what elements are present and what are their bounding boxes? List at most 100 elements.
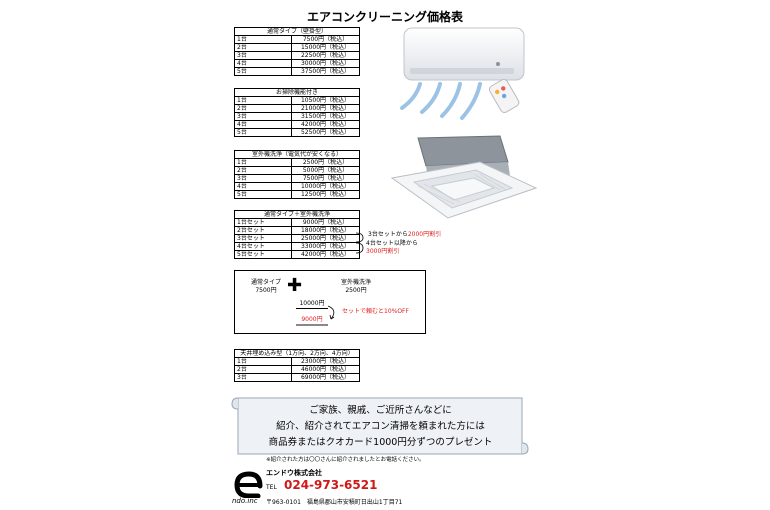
combo-original-price: 10000円: [296, 300, 328, 309]
combo-left-price: 7500円: [255, 287, 277, 294]
combo-right-label: 室外機洗浄: [340, 279, 371, 286]
referral-line-1: ご家族、親戚、ご近所さんなどに: [309, 405, 452, 416]
page-title: エアコンクリーニング価格表: [306, 10, 463, 24]
referral-footnote: ※紹介された方は〇〇さんに紹介されましたとお電話ください。: [266, 457, 425, 463]
price-cell: 5000円（税込）: [291, 166, 360, 175]
tel-number[interactable]: 024-973-6521: [284, 478, 378, 492]
combo-left: 通常タイプ 7500円: [246, 279, 286, 295]
quantity-cell: 5台セット: [234, 250, 292, 259]
quantity-cell: 4台セット: [234, 242, 292, 251]
quantity-cell: 4台: [234, 120, 292, 129]
price-cell: 22500円（税込）: [291, 51, 360, 60]
quantity-cell: 5台: [234, 67, 292, 76]
quantity-cell: 1台: [234, 96, 292, 105]
price-cell: 9000円（税込）: [291, 218, 360, 227]
quantity-cell: 3台: [234, 174, 292, 183]
quantity-cell: 2台: [234, 166, 292, 175]
company-name: エンドウ株式会社: [266, 469, 322, 477]
set-discount-note-1: 3台セットから2000円割引: [368, 231, 441, 239]
quantity-cell: 2台: [234, 104, 292, 113]
scroll-banner-decoration: [231, 397, 529, 455]
price-cell: 7500円（税込）: [291, 174, 360, 183]
quantity-cell: 5台: [234, 190, 292, 199]
set-discount-note-2-discount: 3000円割引: [366, 248, 400, 255]
combo-right: 室外機洗浄 2500円: [326, 279, 386, 295]
quantity-cell: 1台: [234, 158, 292, 167]
quantity-cell: 1台: [234, 357, 292, 366]
plus-icon: ✚: [287, 275, 303, 296]
bracket-arrows: [355, 232, 364, 254]
price-cell: 42000円（税込）: [291, 250, 360, 259]
referral-line-3: 商品券またはクオカード1000円分ずつのプレゼント: [268, 437, 493, 448]
price-cell: 33000円（税込）: [291, 242, 360, 251]
curved-arrow-icon: [327, 305, 335, 320]
price-cell: 52500円（税込）: [291, 128, 360, 137]
price-cell: 18000円（税込）: [291, 226, 360, 235]
referral-banner: ご家族、親戚、ご近所さんなどに 紹介、紹介されてエアコン清掃を頼まれた方には 商…: [238, 398, 523, 454]
price-cell: 37500円（税込）: [291, 67, 360, 76]
table-header: 室外機洗浄（電気代が安くなる）: [234, 150, 360, 159]
combo-discount-note: セットで頼むと10%OFF: [342, 308, 409, 315]
ceiling-air-conditioner-illustration: [390, 135, 538, 219]
company-address: 〒963-0101 福島県郡山市安積町日出山1丁目71: [266, 499, 403, 506]
set-note-1-text: 3台セットから: [368, 231, 408, 238]
price-cell: 2500円（税込）: [291, 158, 360, 167]
price-cell: 69000円（税込）: [291, 373, 360, 382]
price-cell: 12500円（税込）: [291, 190, 360, 199]
combo-discounted-price: 9000円: [296, 316, 328, 326]
quantity-cell: 1台: [234, 35, 292, 44]
price-cell: 23000円（税込）: [291, 357, 360, 366]
table-header: お掃除機能付き: [234, 88, 360, 97]
quantity-cell: 3台: [234, 51, 292, 60]
table-header: 通常タイプ（壁掛型）: [234, 27, 360, 36]
tel-label: TEL: [266, 484, 277, 491]
company-logo-icon: [234, 471, 263, 498]
quantity-cell: 1台セット: [234, 218, 292, 227]
wall-air-conditioner-illustration: [400, 27, 525, 120]
quantity-cell: 5台: [234, 128, 292, 137]
quantity-cell: 3台セット: [234, 234, 292, 243]
quantity-cell: 4台: [234, 182, 292, 191]
quantity-cell: 3台: [234, 112, 292, 121]
referral-line-2: 紹介、紹介されてエアコン清掃を頼まれた方には: [276, 421, 485, 432]
set-discount-note-2: 4台セット以降から: [366, 240, 418, 248]
price-cell: 15000円（税込）: [291, 43, 360, 52]
table-header: 通常タイプ＋室外機洗浄: [234, 210, 360, 219]
quantity-cell: 3台: [234, 373, 292, 382]
quantity-cell: 2台: [234, 365, 292, 374]
price-cell: 21000円（税込）: [291, 104, 360, 113]
price-cell: 7500円（税込）: [291, 35, 360, 44]
combo-left-label: 通常タイプ: [250, 279, 281, 286]
price-cell: 25000円（税込）: [291, 234, 360, 243]
combo-box: [234, 270, 426, 334]
company-logo-text: ndo.inc: [232, 497, 258, 505]
quantity-cell: 2台セット: [234, 226, 292, 235]
referral-text: ご家族、親戚、ご近所さんなどに 紹介、紹介されてエアコン清掃を頼まれた方には 商…: [238, 403, 523, 451]
price-cell: 30000円（税込）: [291, 59, 360, 68]
price-cell: 10500円（税込）: [291, 96, 360, 105]
